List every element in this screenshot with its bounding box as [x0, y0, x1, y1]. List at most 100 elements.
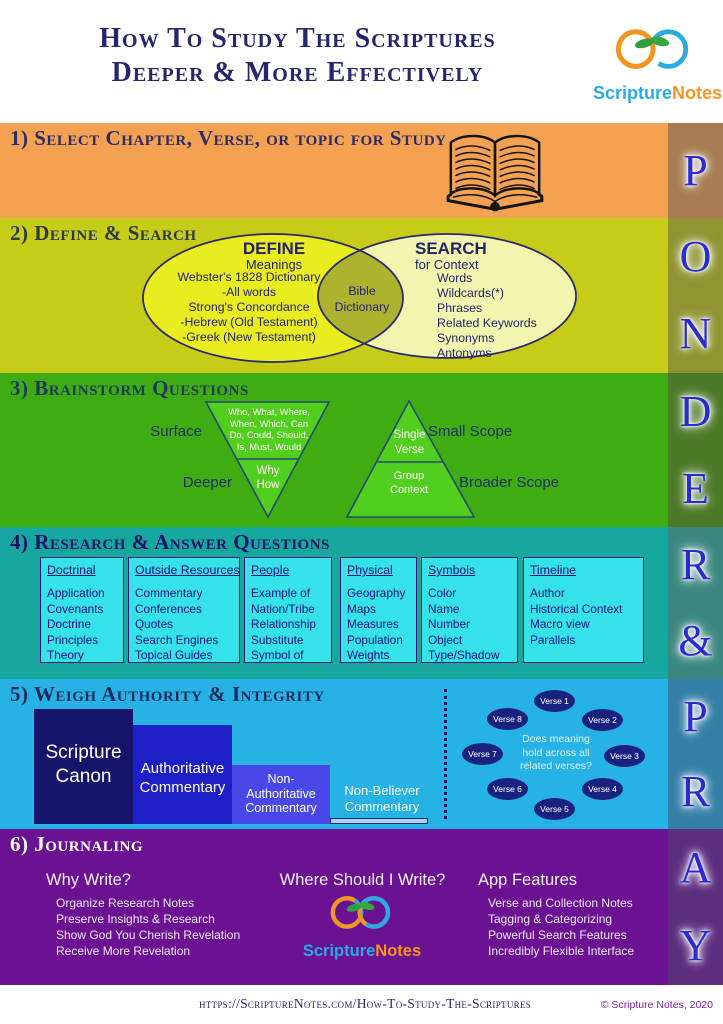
research-box-item: Author	[530, 586, 565, 600]
sidebar-letter: P	[683, 145, 708, 195]
venn-define-title: DEFINE	[242, 239, 306, 258]
research-box-title: Doctrinal	[47, 563, 96, 577]
research-box-symbols: Symbols Color Name Number Object Type/Sh…	[421, 557, 518, 663]
verse-oval-5: Verse 5	[534, 798, 575, 820]
research-box-doctrinal: Doctrinal Application Covenants Doctrine…	[40, 557, 124, 663]
research-box-item: Principles	[47, 632, 99, 647]
header: How To Study The Scriptures Deeper & Mor…	[0, 0, 723, 123]
sidebar-letter: N	[679, 309, 712, 359]
venn-search-list: Words Wildcards(*) Phrases Related Keywo…	[437, 271, 537, 361]
research-box-item: Example of	[251, 586, 311, 600]
section-select-chapter: 1) Select Chapter, Verse, or topic for S…	[0, 123, 723, 218]
research-box-item: Maps	[347, 601, 376, 616]
surface-questions-line: Is, Must, Would	[236, 440, 302, 452]
bands: 1) Select Chapter, Verse, or topic for S…	[0, 123, 723, 985]
surface-questions-line: Who, What, Where,	[228, 406, 310, 417]
research-box-item: Weights	[347, 648, 390, 663]
bar-label-line: Authoritative	[140, 760, 225, 777]
dotted-divider	[444, 689, 447, 819]
research-box-item: Historical Context	[530, 601, 623, 616]
bar-label-line: Commentary	[139, 779, 226, 796]
research-box-item: Doctrine	[47, 617, 91, 632]
venn-search-item: Wildcards(*)	[437, 286, 504, 300]
research-box-item: Conferences	[135, 601, 202, 616]
research-box-title: Timeline	[530, 563, 577, 577]
venn-search-subtitle: for Context	[415, 257, 479, 272]
research-box-title: Physical	[347, 563, 393, 577]
research-box-item: Quotes	[135, 617, 174, 632]
logo-word-scripture: Scripture	[593, 83, 673, 103]
research-box-item: Parallels	[530, 632, 576, 647]
research-box-title: Symbols	[428, 563, 476, 577]
research-box-item: Population	[347, 632, 403, 647]
bar-authoritative-commentary: Authoritative Commentary	[133, 725, 232, 824]
bar-label-line: Commentary	[344, 799, 420, 814]
verse-circle-question: Does meaning hold across all related ver…	[499, 733, 613, 774]
research-box-item: Nation/Tribe	[251, 601, 315, 616]
surface-label: Surface	[150, 423, 202, 440]
footer: https://ScriptureNotes.com/How-To-Study-…	[0, 985, 723, 1024]
research-box-item: Commentary	[135, 586, 203, 600]
research-box-item: Topical Guides	[135, 648, 213, 663]
venn-diagram	[142, 233, 577, 363]
triangles-diagram	[204, 399, 476, 519]
bar-non-believer-commentary-label: Non-Believer Commentary	[336, 783, 428, 815]
sidebar-letter: O	[679, 231, 712, 281]
venn-overlap-line1: Bible	[348, 284, 376, 298]
deeper-questions-text: Why How	[238, 464, 298, 492]
sidebar-segment-6: A Y	[668, 829, 723, 985]
bar-label-line: Scripture	[45, 742, 122, 763]
section-1-heading: 1) Select Chapter, Verse, or topic for S…	[10, 126, 447, 150]
section-5-heading: 5) Weigh Authority & Integrity	[10, 682, 325, 706]
venn-define-item: Webster's 1828 Dictionary	[177, 270, 321, 284]
page-title-line1: How To Study The Scriptures	[99, 23, 496, 54]
deeper-questions-line: How	[256, 479, 280, 491]
why-write-list: Organize Research Notes Preserve Insight…	[56, 895, 240, 959]
research-box-item: Application	[47, 586, 105, 600]
scripturenotes-logo-journaling: ScriptureNotes	[272, 891, 452, 961]
deeper-questions-line: Why	[256, 465, 280, 477]
research-box-item: Color	[428, 586, 457, 600]
group-context-line: Group	[393, 470, 425, 482]
why-write-item: Receive More Revelation	[56, 944, 191, 958]
research-box-item: Symbol of	[251, 648, 304, 663]
verse-oval-3: Verse 3	[604, 745, 645, 767]
small-scope-label: Small Scope	[428, 423, 513, 440]
broader-scope-label: Broader Scope	[459, 474, 560, 491]
single-verse-line: Single	[393, 429, 426, 441]
research-box-item: Covenants	[47, 601, 104, 616]
surface-questions-text: Who, What, Where, When, Which, Can Do, C…	[213, 406, 325, 452]
section-brainstorm-questions: 3) Brainstorm Questions Who, What, Where…	[0, 373, 723, 527]
footer-copyright: © Scripture Notes, 2020	[600, 999, 713, 1011]
bar-label-line: Non-	[267, 772, 295, 786]
research-box-item: Relationship	[251, 617, 316, 632]
research-box-item: Substitute	[251, 632, 304, 647]
sidebar-letter: R	[680, 540, 711, 589]
question-line: related verses?	[520, 760, 592, 772]
scripturenotes-logo: ScriptureNotes	[593, 24, 722, 104]
venn-define-item: -Greek (New Testament)	[182, 330, 316, 344]
research-box-timeline: Timeline Author Historical Context Macro…	[523, 557, 644, 663]
why-write-item: Organize Research Notes	[56, 896, 195, 910]
venn-search-title: SEARCH	[415, 239, 487, 258]
footer-url-link[interactable]: https://ScriptureNotes.com/How-To-Study-…	[198, 996, 532, 1011]
single-verse-text: Single Verse	[381, 428, 438, 457]
research-box-item: Type/Shadow	[428, 648, 500, 663]
verse-oval-7: Verse 7	[462, 743, 503, 765]
page-title-line2: Deeper & More Effectively	[111, 57, 484, 88]
why-write-title: Why Write?	[46, 871, 131, 889]
section-journaling: 6) Journaling Why Write? Organize Resear…	[0, 829, 723, 985]
verse-oval-1: Verse 1	[534, 690, 575, 712]
app-feature-item: Tagging & Categorizing	[488, 912, 613, 926]
deeper-label: Deeper	[182, 474, 232, 491]
research-box-title: Outside Resources	[135, 563, 240, 577]
research-box-item: Geography	[347, 586, 406, 600]
section-research-answer: 4) Research & Answer Questions Doctrinal…	[0, 527, 723, 679]
why-write-item: Show God You Cherish Revelation	[56, 928, 241, 942]
research-box-item: Theory	[47, 648, 84, 663]
sidebar-segment-3: D E	[668, 373, 723, 527]
infinity-logo-icon	[321, 896, 403, 941]
page-title: How To Study The Scriptures Deeper & Mor…	[0, 22, 595, 90]
venn-define-subtitle: Meanings	[245, 257, 303, 272]
research-box-item: Macro view	[530, 617, 590, 632]
